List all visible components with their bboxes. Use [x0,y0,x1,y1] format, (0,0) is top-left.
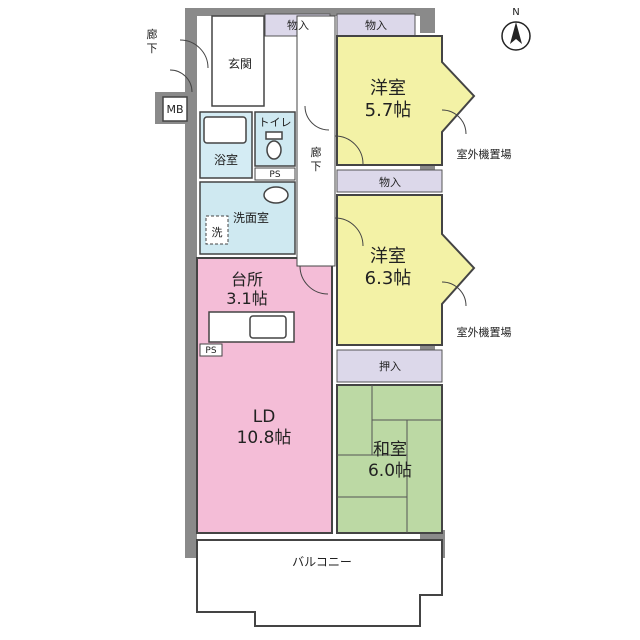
toilet-tank [265,131,283,140]
storage-label-3: 物入 [379,175,401,189]
japanese-name: 和室 [373,440,407,460]
western2-size: 6.3帖 [365,268,412,289]
western-room-2 [336,194,476,346]
japanese-room [336,384,443,534]
mb-box [162,96,188,122]
japanese-size: 6.0帖 [368,461,412,481]
western1-size: 5.7帖 [365,100,412,121]
hallway-outer-char: 廊 [147,27,158,41]
washroom-label: 洗面室 [233,210,269,225]
toilet-label: トイレ [259,116,292,129]
western2-name: 洋室 [370,246,406,267]
toilet-bowl [266,140,282,160]
kitchen-sink [249,315,287,339]
entrance-label: 玄関 [228,56,252,71]
kitchen-size: 3.1帖 [226,289,267,308]
storage-label-1: 物入 [287,18,309,32]
storage-3 [336,169,443,193]
kitchen-name: 台所 [231,270,263,289]
entrance [211,15,265,107]
storage-label-2: 物入 [365,18,387,32]
oshiire-label: 押入 [379,359,401,373]
mb-label: MB [166,103,183,116]
bathtub [203,116,247,144]
balcony-label: バルコニー [292,555,352,569]
hallway-inner-char: 廊 [311,145,322,159]
ps-label-2: PS [205,346,216,356]
ld-name: LD [253,407,276,427]
oshiire [336,349,443,383]
hallway-inner [296,15,336,267]
rooms [162,13,476,627]
north-compass-icon [501,21,531,51]
ps-box-2 [199,343,223,357]
western1-name: 洋室 [370,78,406,99]
north-label: N [512,7,519,18]
ld-room [196,257,333,534]
washer-label: 洗 [212,226,223,239]
ld-size: 10.8帖 [237,428,292,448]
wash-basin [263,186,289,204]
tatami-lines [337,385,442,533]
balcony [196,539,443,627]
bath-label: 浴室 [214,152,238,167]
room-labels: 物入 物入 物入 押入 玄関 廊下 廊下 MB 浴室 トイレ PS PS 洗面室… [147,7,520,569]
outdoor-unit-label-1: 室外機置場 [457,147,512,161]
western-room-1 [336,35,476,166]
hallway-inner-label: 廊下 [311,145,322,173]
ps-label-1: PS [269,170,280,180]
hallway-outer-label: 廊下 [147,27,158,55]
hallway-outer-char: 下 [147,42,158,55]
outdoor-unit-label-2: 室外機置場 [457,325,512,339]
washer-space [205,215,229,245]
door-arcs [169,39,467,307]
hallway-inner-char: 下 [311,160,322,173]
ps-box-1 [254,167,296,181]
